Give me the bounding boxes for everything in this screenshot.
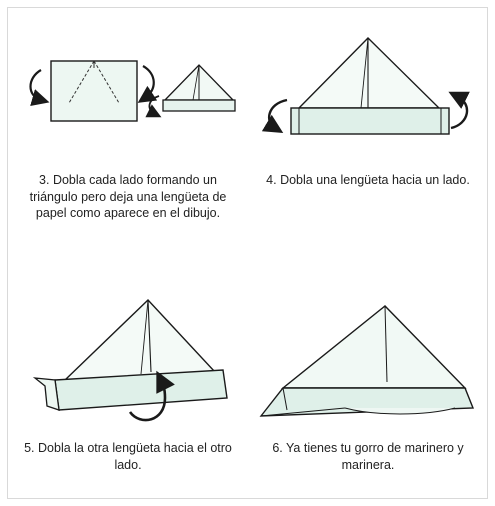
instructions-frame [7, 7, 488, 499]
hat-triangle [63, 299, 217, 381]
step-4-caption: 4. Dobla una lengüeta hacia un lado. [266, 173, 470, 187]
fold-line [93, 60, 120, 104]
fold-arrow-left [261, 98, 288, 133]
paper-tab [162, 99, 236, 112]
fold-arrow-right [137, 65, 158, 103]
fold-arrow [128, 370, 175, 422]
hat-triangle [297, 37, 441, 109]
fold-line [68, 60, 95, 104]
step-6-illustration [255, 290, 485, 430]
step-3-illustration [15, 48, 240, 148]
fold-arrow-left [29, 69, 50, 107]
step-6-caption: 6. Ya tienes tu gorro de marinero y mari… [272, 441, 464, 472]
hat-triangle [281, 305, 467, 389]
step-3-caption: 3. Dobla cada lado formando un triángulo… [29, 173, 227, 220]
folded-tab [32, 377, 60, 411]
step-5-illustration [15, 290, 240, 430]
fold-arrow-small [145, 95, 162, 118]
step-5-caption: 5. Dobla la otra lengüeta hacia el otro … [24, 441, 232, 472]
hat-brim [290, 107, 450, 135]
paper-sheet [50, 60, 138, 122]
hat-opening [344, 407, 456, 415]
fold-arrow-right [448, 91, 470, 130]
step-4-illustration [255, 28, 485, 148]
